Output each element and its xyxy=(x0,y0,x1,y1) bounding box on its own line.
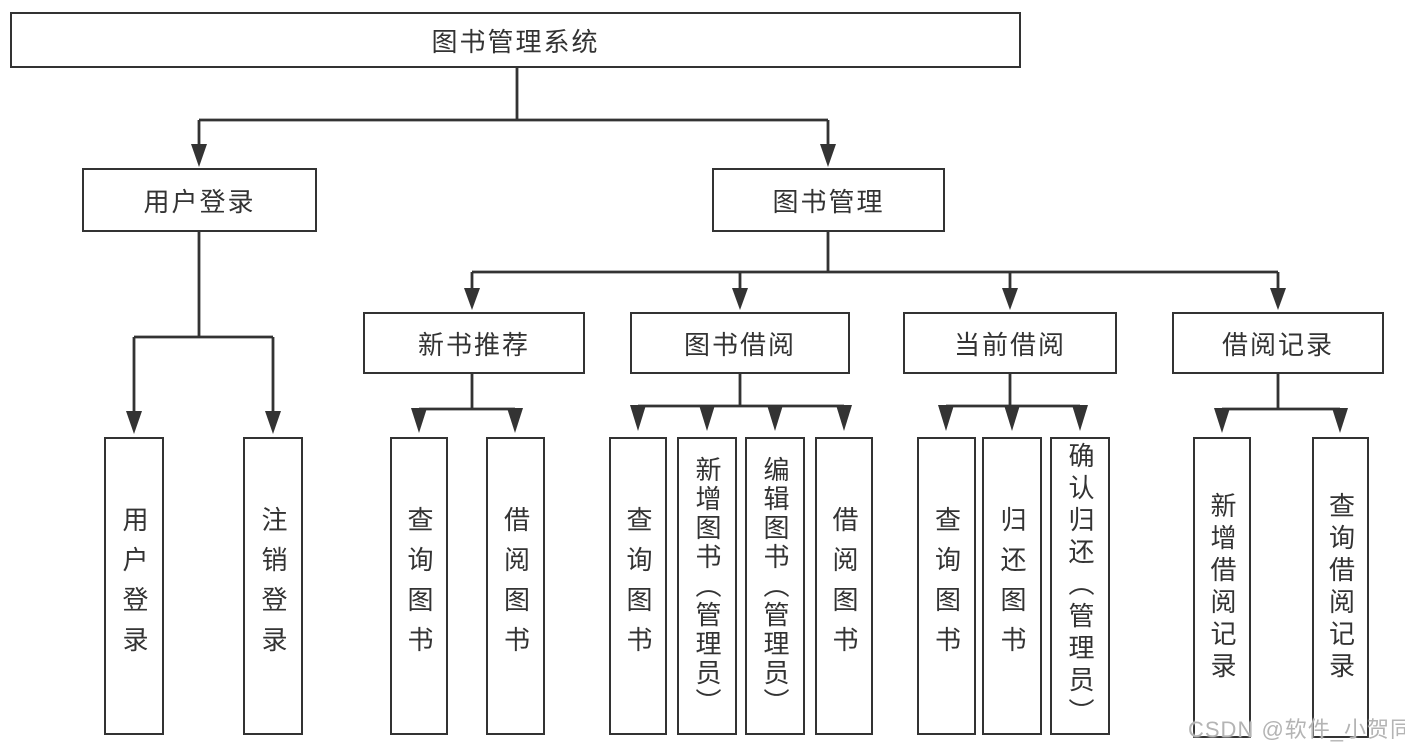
leaf-logout-login: 注销登录 xyxy=(243,437,303,735)
leaf-query-books: 查询图书 xyxy=(917,437,976,735)
node-label: 新书推荐 xyxy=(417,329,530,360)
connector-borrow-records-branch xyxy=(1214,374,1348,433)
node-label: 借阅记录 xyxy=(1221,329,1334,360)
leaf-user-login: 用户登录 xyxy=(104,437,164,735)
node-label: 图书管理 xyxy=(772,186,885,217)
connector-book-borrow-branch xyxy=(630,374,852,431)
leaf-confirm-return-admin: 确认归还（管理员） xyxy=(1050,437,1110,735)
node-user-login: 用户登录 xyxy=(82,168,317,232)
node-borrowing-records: 借阅记录 xyxy=(1172,312,1384,374)
leaf-add-books-admin: 新增图书（管理员） xyxy=(677,437,737,735)
leaf-borrow-books: 借阅图书 xyxy=(486,437,545,735)
leaf-borrow-books: 借阅图书 xyxy=(815,437,873,735)
connector-new-book-branch xyxy=(411,374,523,433)
leaf-return-books: 归还图书 xyxy=(982,437,1042,735)
leaf-label: 借阅图书 xyxy=(829,506,859,666)
leaf-label: 编辑图书（管理员） xyxy=(760,455,790,717)
leaf-label: 查询图书 xyxy=(404,506,434,666)
node-book-management: 图书管理 xyxy=(712,168,945,232)
node-library-management-system: 图书管理系统 xyxy=(10,12,1021,68)
leaf-label: 确认归还（管理员） xyxy=(1065,442,1095,730)
leaf-query-books: 查询图书 xyxy=(390,437,448,735)
leaf-add-borrow-record: 新增借阅记录 xyxy=(1193,437,1251,738)
connector-user-login-branch xyxy=(126,232,281,434)
leaf-label: 归还图书 xyxy=(997,506,1027,666)
leaf-label: 新增借阅记录 xyxy=(1207,491,1237,684)
leaf-query-borrow-record: 查询借阅记录 xyxy=(1312,437,1369,738)
watermark-text: CSDN @软件_小贺同学 xyxy=(1188,717,1405,742)
leaf-label: 用户登录 xyxy=(119,506,149,666)
node-label: 当前借阅 xyxy=(953,329,1066,360)
node-label: 图书管理系统 xyxy=(431,26,600,57)
leaf-label: 借阅图书 xyxy=(500,506,531,666)
leaf-label: 新增图书（管理员） xyxy=(692,455,722,717)
node-book-borrowing: 图书借阅 xyxy=(630,312,850,374)
node-label: 图书借阅 xyxy=(683,329,796,360)
node-label: 用户登录 xyxy=(143,186,256,217)
leaf-label: 查询借阅记录 xyxy=(1325,491,1356,684)
node-new-book-recommendation: 新书推荐 xyxy=(363,312,585,374)
leaf-label: 查询图书 xyxy=(623,506,653,666)
node-current-borrowing: 当前借阅 xyxy=(903,312,1117,374)
leaf-query-books: 查询图书 xyxy=(609,437,667,735)
connector-current-borrow-branch xyxy=(938,374,1088,431)
connector-book-management-branch xyxy=(464,232,1286,310)
leaf-edit-books-admin: 编辑图书（管理员） xyxy=(745,437,805,735)
leaf-label: 查询图书 xyxy=(931,506,962,666)
leaf-label: 注销登录 xyxy=(258,506,288,666)
connector-root-to-level2 xyxy=(191,68,836,167)
